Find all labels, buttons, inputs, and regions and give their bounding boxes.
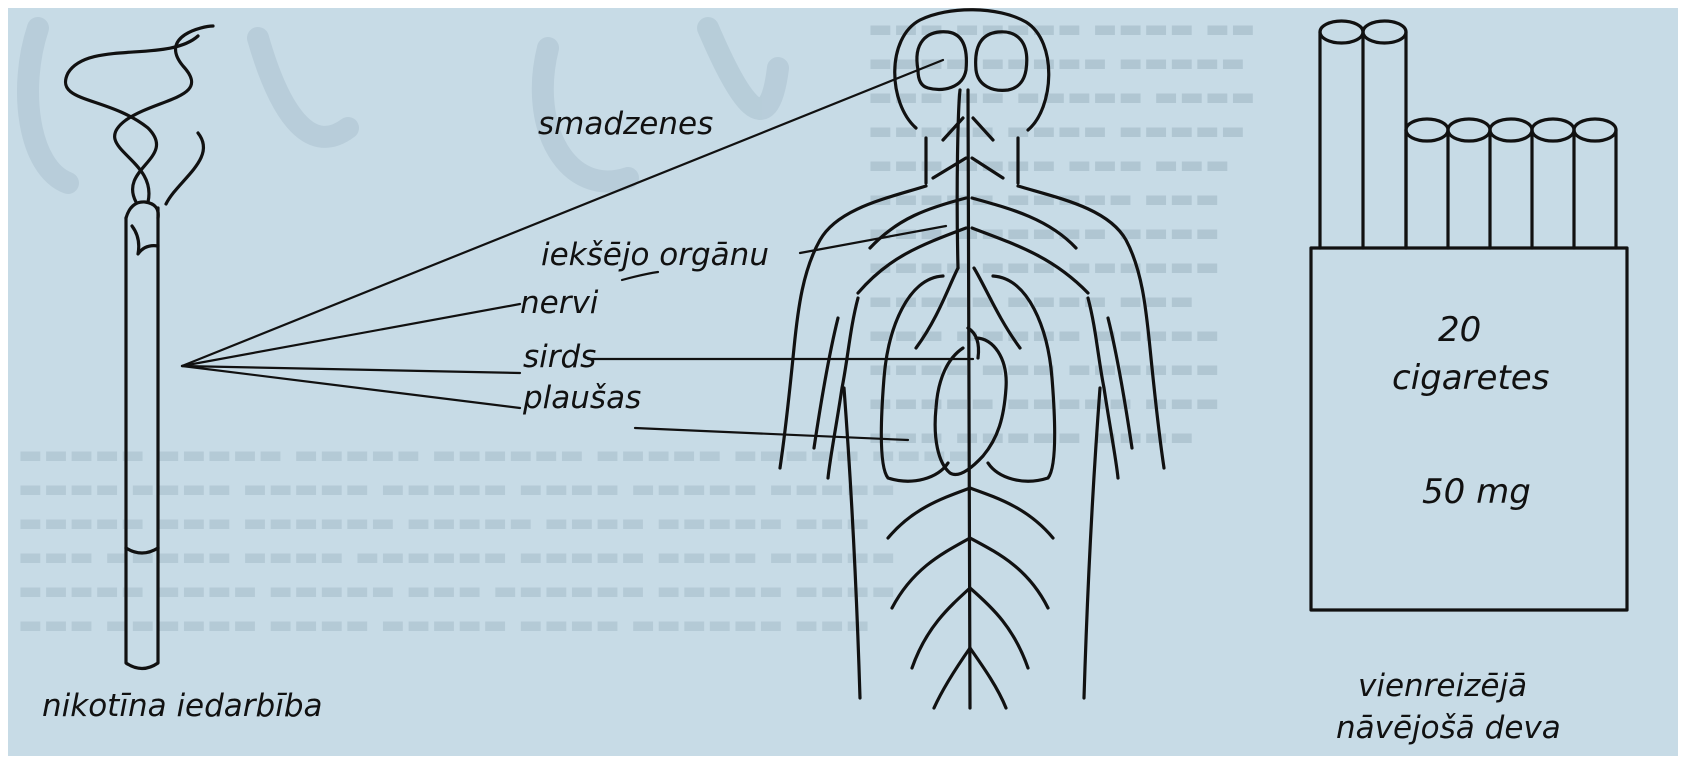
pack-caption-line2: nāvējošā deva [1336, 713, 1561, 744]
label-smadzenes: smadzenes [538, 109, 713, 140]
pack-count: 20 [1438, 313, 1481, 347]
label-ieksejo-organu: iekšējo orgānu [541, 240, 769, 271]
cigarette-caption: nikotīna iedarbība [42, 691, 323, 722]
cigarette-icon [126, 202, 158, 669]
label-plausas: plaušas [523, 383, 641, 414]
pack-dose: 50 mg [1422, 475, 1531, 509]
label-nervi: nervi [520, 288, 598, 319]
pack-unit: cigaretes [1392, 361, 1549, 395]
scanned-page: ▬▬▬ ▬▬▬▬▬ ▬▬▬▬ ▬▬▬▬▬▬ ▬▬▬▬▬ ▬▬▬▬▬▬▬▬ ▬▬ … [8, 8, 1678, 756]
smoke-icon [65, 26, 213, 204]
label-sirds: sirds [523, 342, 596, 373]
pack-caption-line1: vienreizējā [1358, 671, 1527, 702]
